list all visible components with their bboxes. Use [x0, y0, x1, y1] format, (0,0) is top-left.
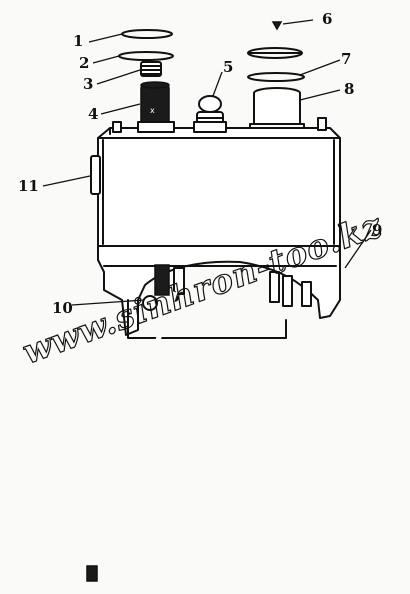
part-7-cover-plate — [247, 47, 303, 59]
part-6-screw — [271, 21, 283, 31]
part-4-filter-element: x — [140, 81, 170, 129]
callout-3: 3 — [83, 75, 93, 93]
callout-2: 2 — [79, 54, 89, 72]
part-8-filter-housing — [249, 87, 305, 132]
callout-7: 7 — [341, 50, 351, 68]
tank-mount-bracket — [97, 245, 341, 339]
part-7b-gasket — [247, 72, 305, 82]
callout-labels: 1 2 3 4 5 6 7 8 9 10 11 — [18, 10, 382, 317]
callout-8: 8 — [344, 80, 354, 98]
callout-5: 5 — [223, 58, 233, 76]
callout-9: 9 — [372, 221, 382, 239]
tank-body — [90, 117, 341, 247]
part-1-gasket — [121, 29, 173, 39]
callout-10: 10 — [52, 299, 73, 317]
part-2-gasket — [118, 51, 174, 61]
filter-tag-text: x — [150, 106, 155, 115]
callout-11: 11 — [18, 177, 39, 195]
callout-6: 6 — [322, 10, 332, 28]
drain-hose — [86, 291, 178, 582]
callout-4: 4 — [88, 105, 98, 123]
callout-1: 1 — [73, 32, 83, 50]
leader-lines — [42, 19, 372, 306]
part-3-spring — [140, 61, 162, 77]
